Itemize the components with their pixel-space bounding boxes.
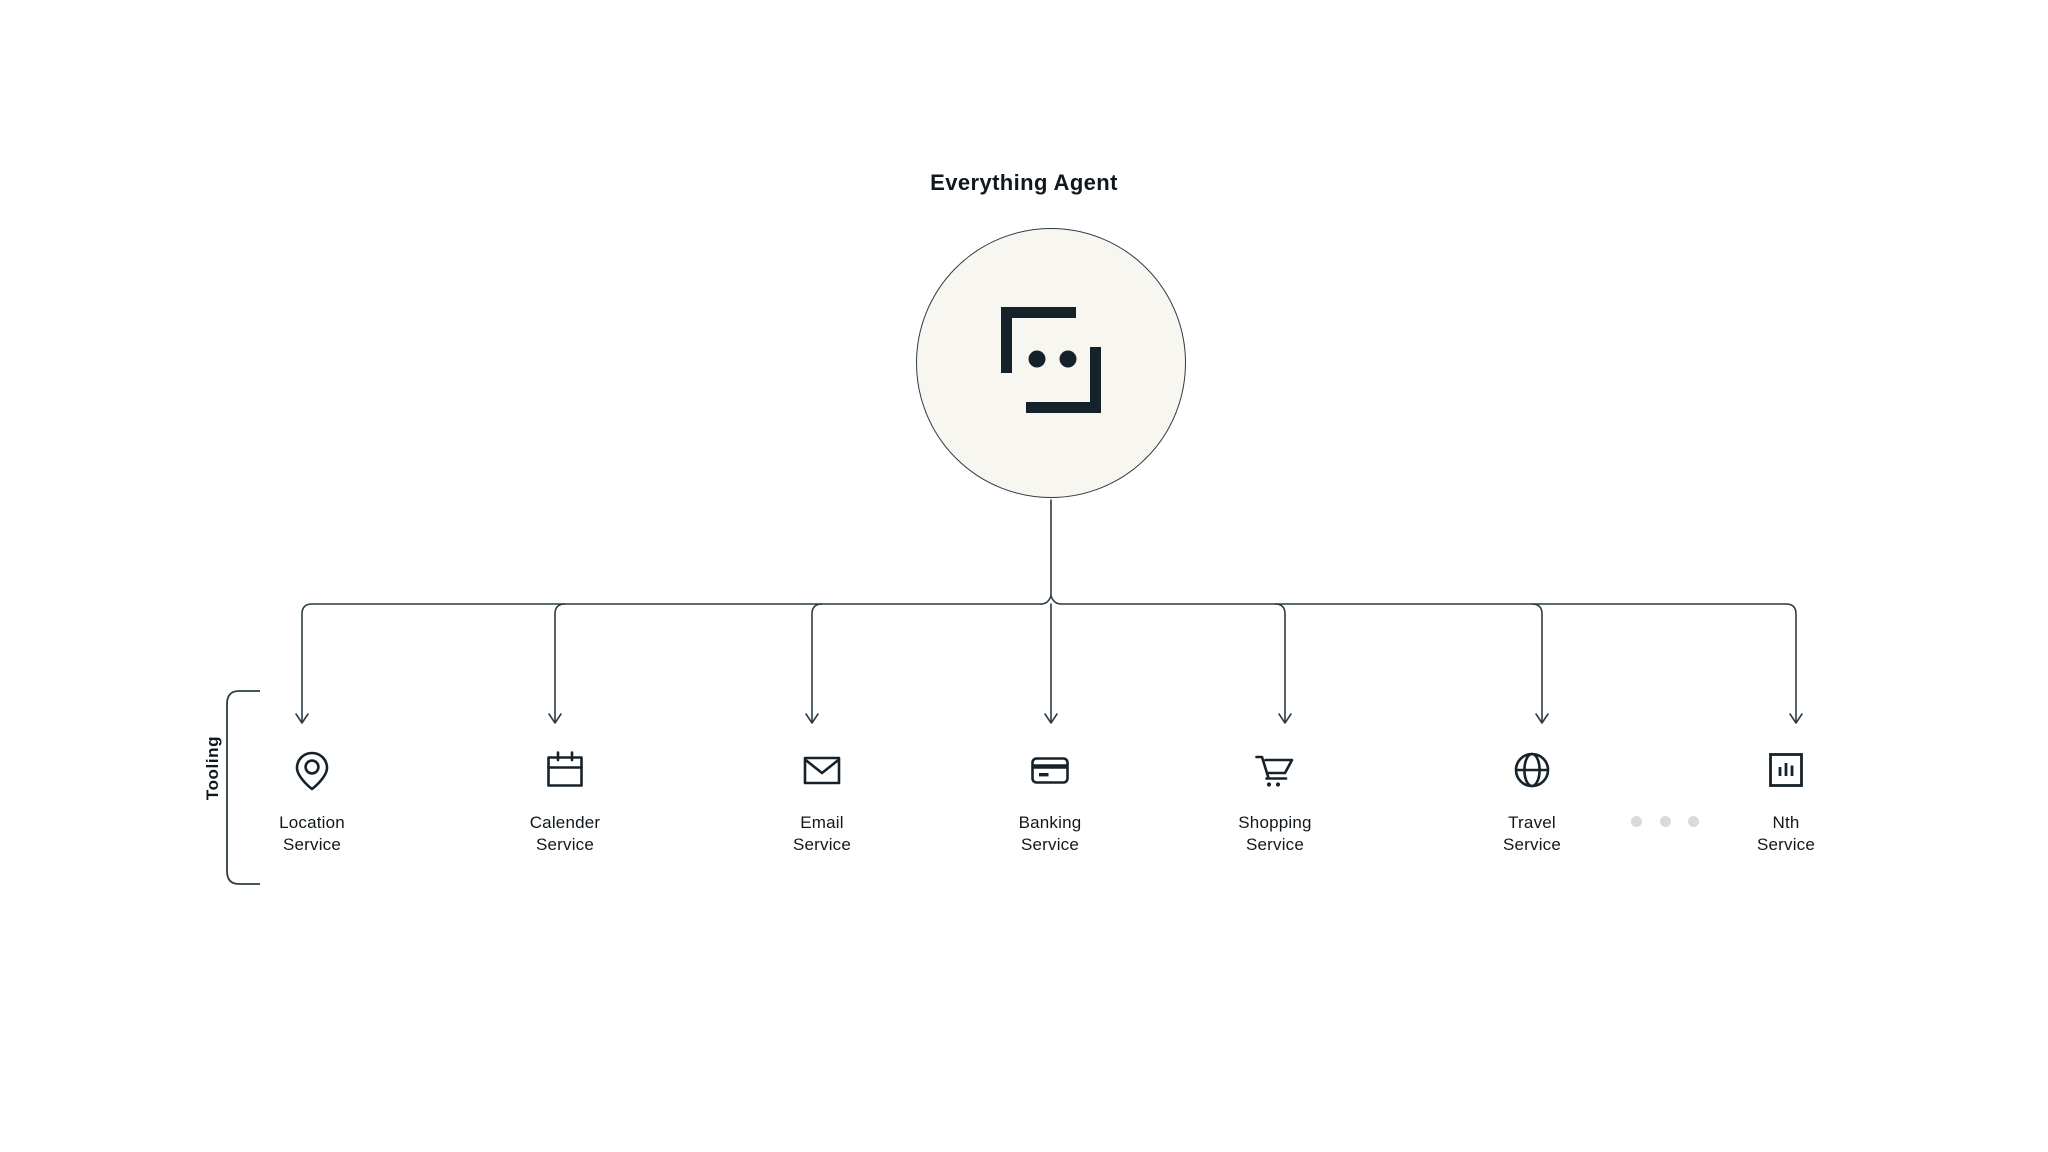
ellipsis-dot xyxy=(1631,816,1642,827)
service-node-nth[interactable]: Nth Service xyxy=(1691,742,1881,856)
service-label: Shopping Service xyxy=(1238,813,1312,854)
service-node-email[interactable]: Email Service xyxy=(727,742,917,856)
page-title: Everything Agent xyxy=(930,170,1118,195)
service-label: Nth Service xyxy=(1756,813,1816,854)
credit-card-icon xyxy=(955,742,1145,798)
globe-icon xyxy=(1437,742,1627,798)
service-label: Calender Service xyxy=(529,813,601,854)
service-node-banking[interactable]: Banking Service xyxy=(955,742,1145,856)
envelope-icon xyxy=(727,742,917,798)
location-pin-icon xyxy=(217,742,407,798)
ellipsis-indicator xyxy=(1631,816,1699,827)
service-label: Travel Service xyxy=(1502,813,1562,854)
agent-bracket-face-logo xyxy=(1001,307,1101,413)
tooling-bracket xyxy=(226,690,260,885)
tooling-group: Tooling xyxy=(190,690,260,885)
service-label: Location Service xyxy=(279,813,345,854)
ellipsis-dot xyxy=(1688,816,1699,827)
ellipsis-dot xyxy=(1659,816,1671,827)
service-node-location[interactable]: Location Service xyxy=(217,742,407,856)
service-label: Banking Service xyxy=(1018,813,1082,854)
agent-node[interactable] xyxy=(916,228,1186,498)
service-node-travel[interactable]: Travel Service xyxy=(1437,742,1627,856)
service-node-calender[interactable]: Calender Service xyxy=(470,742,660,856)
bar-chart-square-icon xyxy=(1691,742,1881,798)
service-node-shopping[interactable]: Shopping Service xyxy=(1180,742,1370,856)
shopping-cart-icon xyxy=(1180,742,1370,798)
calendar-icon xyxy=(470,742,660,798)
service-label: Email Service xyxy=(792,813,852,854)
